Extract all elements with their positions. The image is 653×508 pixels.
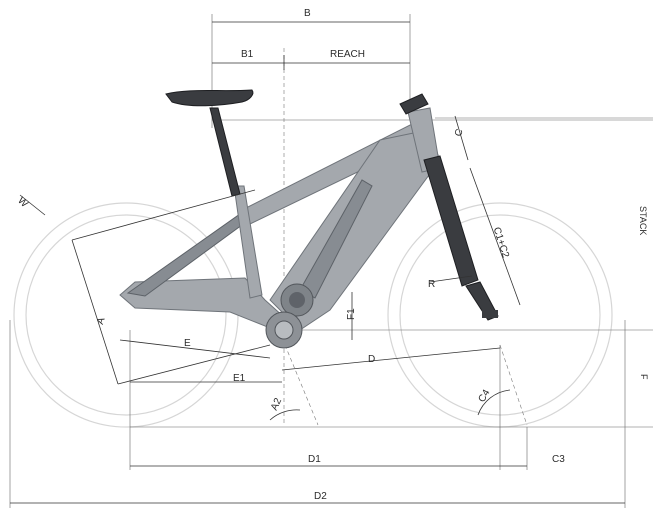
label-b1: B1 bbox=[241, 49, 254, 60]
bike-frame bbox=[119, 107, 441, 331]
label-a2: A2 bbox=[269, 396, 284, 412]
label-d1: D1 bbox=[308, 454, 321, 465]
label-w: W bbox=[15, 195, 30, 210]
label-c4: C4 bbox=[477, 387, 493, 404]
label-a: A bbox=[95, 316, 108, 326]
label-stack: STACK bbox=[638, 206, 648, 235]
label-e: E bbox=[184, 338, 191, 349]
label-c3: C3 bbox=[552, 454, 565, 465]
motor-unit bbox=[265, 283, 314, 349]
fork-and-stem bbox=[399, 93, 499, 321]
seatpost-and-saddle bbox=[165, 89, 254, 197]
dimension-lines bbox=[10, 21, 625, 504]
label-d: D bbox=[368, 354, 375, 365]
label-e1: E1 bbox=[233, 373, 246, 384]
reference-lines bbox=[9, 14, 653, 508]
label-f: F bbox=[639, 374, 649, 380]
label-b: B bbox=[304, 8, 311, 19]
label-r: R bbox=[428, 279, 435, 290]
label-reach: REACH bbox=[330, 49, 365, 60]
label-d2: D2 bbox=[314, 491, 327, 502]
label-c: C bbox=[453, 128, 466, 138]
label-c1-c2: C1+C2 bbox=[491, 226, 511, 260]
rear-wheel bbox=[13, 202, 239, 428]
label-f1: F1 bbox=[346, 308, 357, 320]
